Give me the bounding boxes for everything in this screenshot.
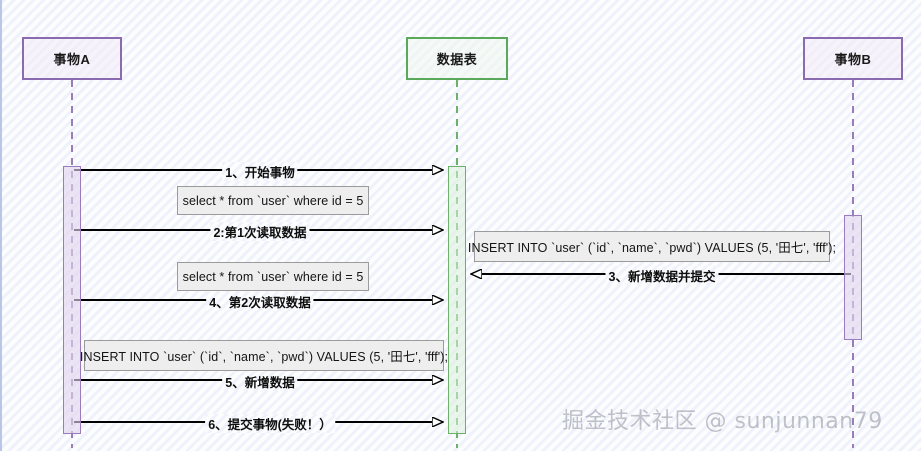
message-label-6: 6、提交事物(失败！） [205, 414, 335, 433]
participant-label-a: 事物A [53, 52, 91, 67]
note-text: select * from `user` where id = 5 [182, 193, 364, 208]
note-select-2: select * from `user` where id = 5 [177, 262, 369, 291]
participant-box-a[interactable]: 事物A [22, 37, 122, 80]
participant-label-db: 数据表 [436, 52, 478, 67]
activation-bar-db [448, 166, 466, 434]
participant-box-b[interactable]: 事物B [803, 37, 903, 80]
message-label-3: 3、新增数据并提交 [605, 266, 719, 285]
note-insert-a: INSERT INTO `user` (`id`, `name`, `pwd`)… [80, 340, 448, 371]
note-text: INSERT INTO `user` (`id`, `name`, `pwd`)… [79, 350, 449, 364]
activation-bar-a [63, 166, 81, 434]
message-label-2: 2:第1次读取数据 [210, 222, 310, 241]
message-label-4: 4、第2次读取数据 [206, 292, 314, 311]
message-label-5: 5、新增数据 [222, 372, 298, 391]
participant-label-b: 事物B [834, 52, 872, 67]
note-text: select * from `user` where id = 5 [182, 269, 364, 284]
message-label-1: 1、开始事物 [222, 162, 298, 181]
note-insert-b: INSERT INTO `user` (`id`, `name`, `pwd`)… [468, 231, 836, 262]
note-text: INSERT INTO `user` (`id`, `name`, `pwd`)… [467, 241, 837, 255]
note-select-1: select * from `user` where id = 5 [177, 186, 369, 215]
activation-bar-b [844, 215, 862, 340]
participant-box-db[interactable]: 数据表 [406, 37, 508, 80]
